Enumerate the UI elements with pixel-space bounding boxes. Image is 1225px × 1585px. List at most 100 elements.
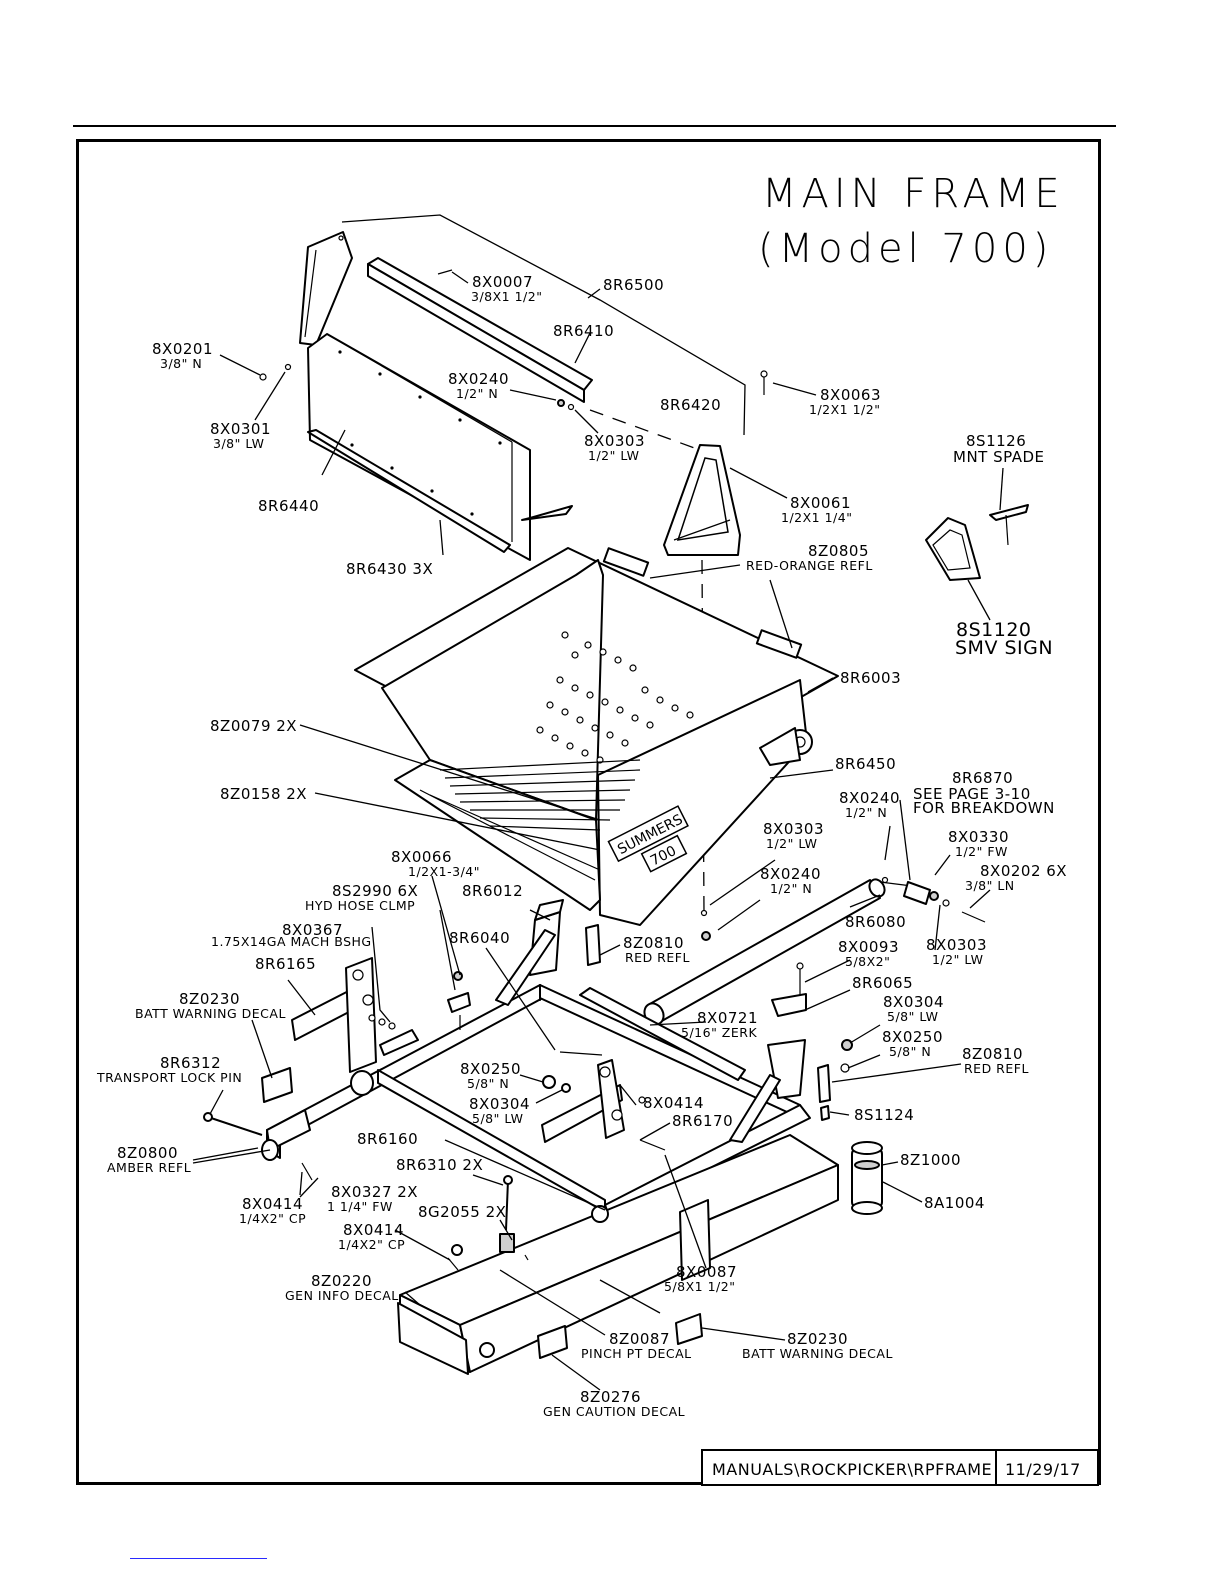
label-8X0240-b: 8X0240 [839,789,900,807]
label-8G2055: 8G2055 2X [418,1203,506,1221]
label-8R6165: 8R6165 [255,955,316,973]
label-8X0303-c-sub: 1/2" LW [932,952,984,967]
bracket-8R6500 [299,231,353,346]
label-8X0250-a-sub: 5/8" N [889,1044,931,1059]
label-8S1126-sub: MNT SPADE [953,448,1045,466]
leader-lines [192,214,1004,1391]
label-8X0240-a-sub: 1/2" N [456,386,498,401]
label-8X0066-sub: 3/8" LN [965,878,1015,893]
label-8R6450: 8R6450 [835,755,896,773]
label-8S2990-sub: HYD HOSE CLMP [305,898,415,913]
strip-8R6430 [307,429,511,553]
label-8X0303-b-sub: 1/2" LW [766,836,818,851]
label-8X0061: 8X0061 [790,494,851,512]
parts-drawing: SUMMERS 700 [203,231,1029,1375]
label-8X0240-a: 8X0240 [448,370,509,388]
label-8X0066: 8X0202 6X [980,862,1067,880]
label-8S2990: 8S2990 6X [332,882,418,900]
label-8X0303-a: 8X0303 [584,432,645,450]
label-8R6170: 8R6170 [672,1112,733,1130]
title-block-date: 11/29/17 [1005,1460,1081,1479]
label-see-page: SEE PAGE 3-10 [913,785,1031,803]
label-8R6080: 8R6080 [845,913,906,931]
decal-8Z0230-a [261,1067,293,1103]
header-rule [73,125,1116,127]
label-8X0093: 8X0093 [838,938,899,956]
label-8Z0800: 8Z0800 [117,1144,178,1162]
label-8R6312-sub: TRANSPORT LOCK PIN [96,1070,242,1085]
label-8X0063-sub: 1/2X1 1/2" [809,402,880,417]
part-labels: 8X0007 3/8X1 1/2" 8R6500 8R6410 8X0201 3… [96,273,1067,1419]
label-8X0414-c: 8X0414 [343,1221,404,1239]
label-8X0414-b-sub: 1/4X2" CP [239,1211,306,1226]
label-8X0007: 8X0007 [472,273,533,291]
drawing-border [76,139,1101,1485]
label-8X0240-c-sub: 1/2" N [770,881,812,896]
label-8Z0805: 8Z0805 [808,542,869,560]
label-8X0240-b-sub: 1/2" N [845,805,887,820]
title-block-path: MANUALS\ROCKPICKER\RPFRAME [712,1460,992,1479]
label-8X0721: 8X0721 [697,1009,758,1027]
hopper-holes [536,631,694,764]
label-8Z0230-a: 8Z0230 [179,990,240,1008]
label-8X0304-a: 8X0304 [883,993,944,1011]
label-8Z0810-b-sub: RED REFL [964,1061,1029,1076]
decal-8Z0220 [397,1302,469,1375]
diagram-title-line2: (Model 700) [758,226,1053,272]
label-8S1120: 8S1120 [956,619,1032,641]
label-8R6500: 8R6500 [603,276,664,294]
label-8X0250-b: 8X0250 [460,1060,521,1078]
label-8X0301: 8X0301 [210,420,271,438]
spade-8S1126 [989,504,1029,521]
label-8X0304-a-sub: 5/8" LW [887,1009,939,1024]
label-8X0414-a: 8X0414 [643,1094,704,1112]
label-8S1120-sub: SMV SIGN [955,637,1053,659]
label-8X0327-sub: 1 1/4" FW [327,1199,393,1214]
footer-line [130,1558,267,1559]
label-8R6420: 8R6420 [660,396,721,414]
label-8X0303-a-sub: 1/2" LW [588,448,640,463]
label-8R6312: 8R6312 [160,1054,221,1072]
label-8R6410: 8R6410 [553,322,614,340]
label-8X0721-sub: 5/16" ZERK [681,1025,757,1040]
label-8S1126: 8S1126 [966,432,1026,450]
label-8Z0230-b: 8Z0230 [787,1330,848,1348]
label-8X0414-c-sub: 1/4X2" CP [338,1237,405,1252]
label-8X0063: 8X0063 [820,386,881,404]
label-8X0327: 8X0327 2X [331,1183,418,1201]
plate-8R6440 [307,333,531,561]
label-8Z0220-sub: GEN INFO DECAL [285,1288,399,1303]
label-8X0303-c: 8X0303 [926,936,987,954]
label-8Z0805-sub: RED-ORANGE REFL [746,558,873,573]
label-8X0330: 8X0330 [948,828,1009,846]
label-8Z0810-a-sub: RED REFL [625,950,690,965]
label-8Z0800-sub: AMBER REFL [107,1160,191,1175]
label-8R6440: 8R6440 [258,497,319,515]
title-block: MANUALS\ROCKPICKER\RPFRAME 11/29/17 [701,1449,1099,1486]
label-8Z0087: 8Z0087 [609,1330,670,1348]
label-8X0087-a: 8X0087 [676,1263,737,1281]
label-8X0304-b: 8X0304 [469,1095,530,1113]
label-8R6003: 8R6003 [840,669,901,687]
label-8X0250-b-sub: 5/8" N [467,1076,509,1091]
label-8Z0810-b: 8Z0810 [962,1045,1023,1063]
decal-8Z0810-a [585,924,601,966]
label-8R6040: 8R6040 [449,929,510,947]
label-8X0330-sub: 1/2" FW [955,844,1008,859]
label-8X0202: 8X0066 [391,848,452,866]
decal-8Z0810-b [817,1064,831,1103]
label-8Z0087-sub: PINCH PT DECAL [581,1346,692,1361]
label-8R6065: 8R6065 [852,974,913,992]
label-8X0250-a: 8X0250 [882,1028,943,1046]
label-8A1004: 8A1004 [924,1194,985,1212]
label-8Z0276: 8Z0276 [580,1388,641,1406]
label-8R6160: 8R6160 [357,1130,418,1148]
label-8Z0158: 8Z0158 2X [220,785,307,803]
label-8Z0079: 8Z0079 2X [210,717,297,735]
label-8Z0276-sub: GEN CAUTION DECAL [543,1404,685,1419]
label-8X0301-sub: 3/8" LW [213,436,265,451]
label-8X0367: 8X0367 [282,921,343,939]
label-8R6870: 8R6870 [952,769,1013,787]
label-8X0304-b-sub: 5/8" LW [472,1111,524,1126]
